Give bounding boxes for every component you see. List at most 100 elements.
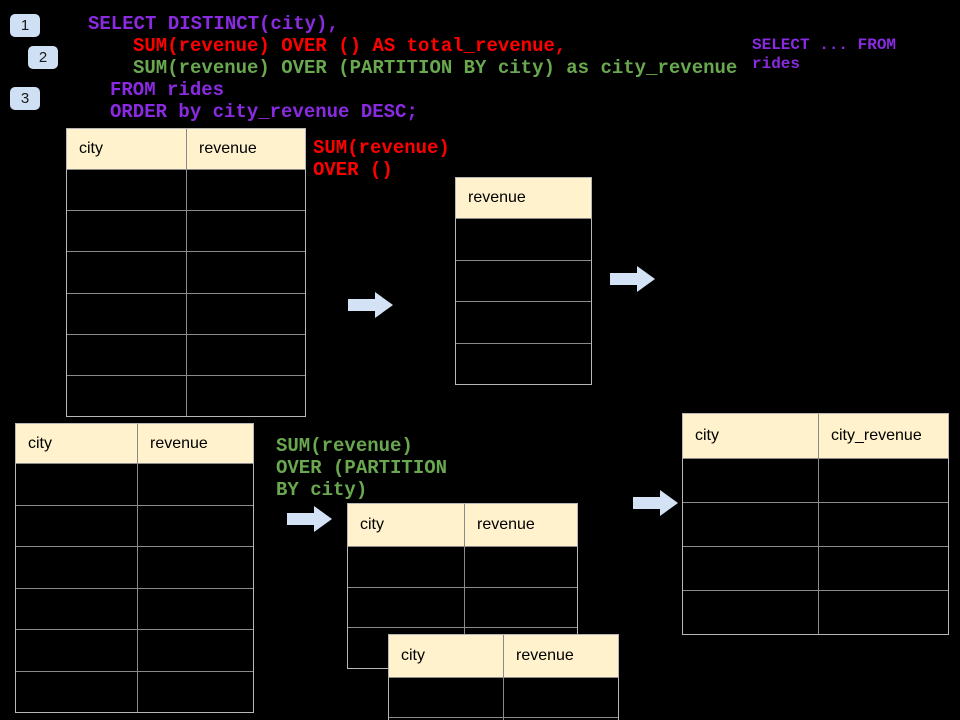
table-body [389, 678, 618, 720]
table-header-row: city city_revenue [683, 414, 948, 459]
table-cell [683, 459, 818, 502]
table-cell [67, 376, 186, 416]
table-cell [186, 211, 305, 252]
table-body [67, 170, 305, 417]
table-cell [67, 252, 186, 292]
step-badge-3: 3 [10, 87, 40, 110]
table-cell [137, 588, 253, 629]
table-header-row: city revenue [389, 635, 618, 678]
table-row [456, 301, 591, 343]
step-badge-2: 2 [28, 46, 58, 69]
table-row [67, 292, 305, 334]
table-partition-front: city revenue [388, 634, 619, 720]
table-header-row: revenue [456, 178, 591, 219]
table-cell [16, 672, 137, 713]
column-header-revenue: revenue [503, 635, 618, 677]
table-row [67, 210, 305, 252]
table-cell [16, 464, 137, 505]
table-cell [503, 718, 618, 720]
table-row [683, 546, 948, 590]
table-row [389, 678, 618, 717]
column-header-city: city [79, 140, 103, 157]
table-row [16, 504, 253, 546]
table-row [456, 219, 591, 260]
table-cell [464, 587, 577, 628]
table-cell [186, 375, 305, 417]
table-header-row: city revenue [67, 129, 305, 170]
sql-line-from: FROM rides [110, 79, 225, 101]
table-cell [818, 503, 948, 546]
right-arrow-icon [610, 266, 655, 292]
table-cell [16, 589, 137, 630]
table-row [348, 547, 577, 587]
table-row [16, 464, 253, 505]
table-cell [818, 459, 948, 502]
table-header-row: city revenue [16, 424, 253, 464]
table-cell [137, 464, 253, 505]
table-cell [67, 294, 186, 334]
table-cell [67, 211, 186, 251]
table-row [683, 590, 948, 634]
table-row [389, 717, 618, 720]
table-row [67, 251, 305, 293]
table-row [683, 459, 948, 502]
table-final-result: city city_revenue [682, 413, 949, 635]
column-header-city: city [28, 434, 52, 452]
table-cell [503, 678, 618, 717]
table-cell [67, 335, 186, 375]
table-cell [16, 547, 137, 588]
sql-line-select: SELECT DISTINCT(city), [88, 13, 339, 35]
from-rides-note: SELECT ... FROM rides [752, 36, 897, 73]
column-header-city: city [401, 647, 425, 664]
table-cell [456, 219, 591, 260]
table-row [16, 546, 253, 588]
table-cell [464, 547, 577, 587]
column-header-revenue: revenue [186, 129, 305, 169]
table-body [683, 459, 948, 634]
table-cell [683, 503, 818, 546]
table-row [456, 259, 591, 302]
table-cell [186, 293, 305, 334]
right-arrow-icon [287, 506, 332, 532]
column-header-revenue: revenue [468, 189, 526, 206]
table-cell [456, 302, 591, 343]
column-header-city: city [695, 427, 719, 444]
table-cell [137, 671, 253, 712]
table-header-row: city revenue [348, 504, 577, 547]
sum-over-total-note: SUM(revenue) OVER () [313, 137, 450, 181]
table-cell [389, 678, 503, 717]
table-body [456, 219, 591, 384]
table-cell [186, 170, 305, 211]
table-row [348, 586, 577, 628]
table-cell [137, 505, 253, 546]
step-badge-1: 1 [10, 14, 40, 37]
sum-over-partition-note: SUM(revenue) OVER (PARTITION BY city) [276, 435, 448, 501]
right-arrow-icon [633, 490, 678, 516]
table-row [16, 587, 253, 630]
table-cell [818, 547, 948, 590]
right-arrow-icon [348, 292, 393, 318]
table-source-top: city revenue [66, 128, 306, 417]
column-header-city-revenue: city_revenue [818, 414, 948, 458]
table-row [683, 502, 948, 546]
table-source-bottom: city revenue [15, 423, 254, 713]
column-header-revenue: revenue [464, 504, 577, 546]
table-cell [818, 591, 948, 634]
table-row [67, 170, 305, 211]
table-row [67, 333, 305, 375]
sql-line-total-sum: SUM(revenue) OVER () AS total_revenue, [133, 35, 567, 57]
table-cell [456, 261, 591, 302]
table-row [16, 670, 253, 713]
table-row [67, 374, 305, 417]
table-row [456, 342, 591, 385]
table-cell [683, 547, 818, 590]
table-cell [456, 344, 591, 385]
table-cell [186, 334, 305, 375]
table-cell [67, 170, 186, 210]
table-cell [137, 630, 253, 671]
table-partition-back: city revenue [347, 503, 578, 669]
table-body [16, 464, 253, 712]
table-cell [348, 547, 464, 587]
table-total-revenue: revenue [455, 177, 592, 385]
